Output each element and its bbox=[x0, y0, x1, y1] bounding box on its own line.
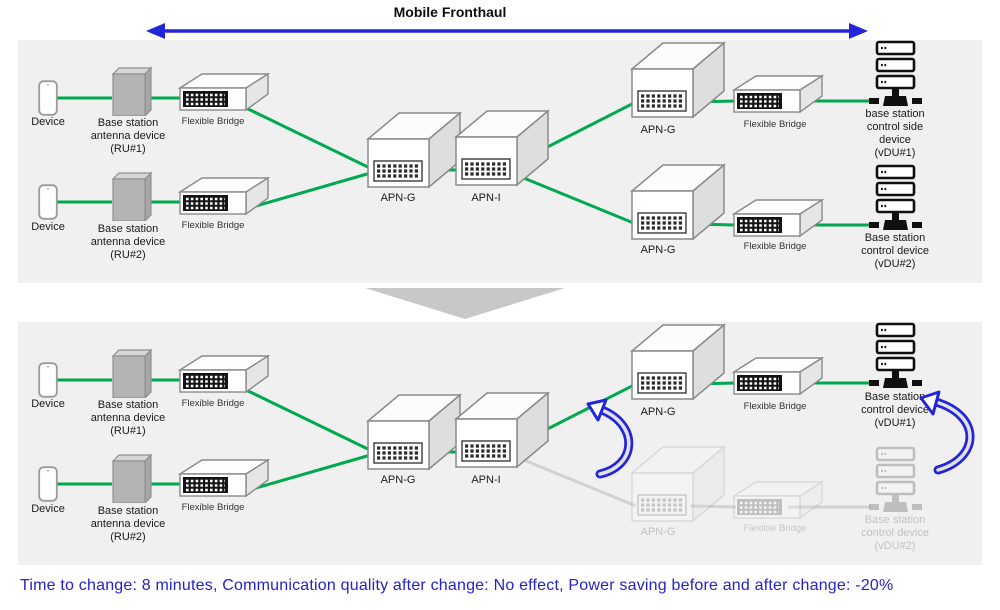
device-phone-icon bbox=[38, 184, 58, 220]
flexible-bridge-switch-icon bbox=[178, 72, 270, 112]
flexible-bridge-label: Flexible Bridge bbox=[743, 241, 807, 252]
apn-g-label: APN-G bbox=[640, 526, 676, 538]
transition-down-arrow-icon bbox=[365, 288, 565, 319]
ru2-label: Base station antenna device (RU#2) bbox=[90, 505, 166, 543]
device-label: Device bbox=[31, 503, 65, 515]
vdu1-label: base station control side device (vDU#1) bbox=[865, 108, 925, 159]
base-station-antenna-icon bbox=[110, 453, 152, 503]
apn-g-label: APN-G bbox=[380, 474, 416, 486]
flexible-bridge-switch-icon bbox=[178, 458, 270, 498]
ru1-label: Base station antenna device (RU#1) bbox=[90, 399, 166, 437]
flexible-bridge-switch-icon bbox=[732, 74, 824, 114]
flexible-bridge-switch-icon bbox=[178, 354, 270, 394]
summary-text: Time to change: 8 minutes, Communication… bbox=[20, 577, 894, 594]
device-label: Device bbox=[31, 398, 65, 410]
vdu2-label: Base station control device (vDU#2) bbox=[861, 514, 929, 552]
device-phone-icon bbox=[38, 466, 58, 502]
flexible-bridge-label: Flexible Bridge bbox=[743, 119, 807, 130]
base-station-antenna-icon bbox=[110, 348, 152, 398]
apn-i-label: APN-I bbox=[471, 474, 501, 486]
flexible-bridge-label: Flexible Bridge bbox=[743, 523, 807, 534]
apn-g-router-icon bbox=[366, 392, 462, 472]
ru2-label: Base station antenna device (RU#2) bbox=[90, 223, 166, 261]
flexible-bridge-switch-icon bbox=[732, 356, 824, 396]
vdu2-label: Base station control device (vDU#2) bbox=[861, 232, 929, 270]
flexible-bridge-label: Flexible Bridge bbox=[743, 401, 807, 412]
panel-after: Device Base station antenna device (RU#1… bbox=[18, 322, 982, 565]
flexible-bridge-label: Flexible Bridge bbox=[181, 502, 245, 513]
apn-g-label: APN-G bbox=[640, 406, 676, 418]
base-station-antenna-icon bbox=[110, 171, 152, 221]
device-label: Device bbox=[31, 221, 65, 233]
apn-i-label: APN-I bbox=[471, 192, 501, 204]
ru1-label: Base station antenna device (RU#1) bbox=[90, 117, 166, 155]
apn-g-router-icon bbox=[630, 444, 726, 524]
flexible-bridge-switch-icon bbox=[178, 176, 270, 216]
apn-g-label: APN-G bbox=[640, 244, 676, 256]
flexible-bridge-label: Flexible Bridge bbox=[181, 116, 245, 127]
flexible-bridge-switch-icon bbox=[732, 480, 824, 520]
base-station-antenna-icon bbox=[110, 66, 152, 116]
base-station-server-icon bbox=[868, 40, 922, 106]
device-phone-icon bbox=[38, 362, 58, 398]
flexible-bridge-label: Flexible Bridge bbox=[181, 220, 245, 231]
base-station-server-icon bbox=[868, 322, 922, 388]
apn-g-label: APN-G bbox=[640, 124, 676, 136]
device-phone-icon bbox=[38, 80, 58, 116]
apn-i-router-icon bbox=[454, 390, 550, 470]
apn-i-router-icon bbox=[454, 108, 550, 188]
apn-g-router-icon bbox=[630, 40, 726, 120]
flexible-bridge-switch-icon bbox=[732, 198, 824, 238]
base-station-server-icon bbox=[868, 164, 922, 230]
fronthaul-span-arrow-icon bbox=[146, 23, 868, 39]
page-title: Mobile Fronthaul bbox=[393, 4, 507, 20]
device-label: Device bbox=[31, 116, 65, 128]
apn-g-router-icon bbox=[366, 110, 462, 190]
vdu1-label: Base station control device (vDU#1) bbox=[861, 391, 929, 429]
apn-g-router-icon bbox=[630, 322, 726, 402]
base-station-server-icon bbox=[868, 446, 922, 512]
apn-g-router-icon bbox=[630, 162, 726, 242]
flexible-bridge-label: Flexible Bridge bbox=[181, 398, 245, 409]
panel-before: Device Base station antenna device (RU#1… bbox=[18, 40, 982, 283]
apn-g-label: APN-G bbox=[380, 192, 416, 204]
